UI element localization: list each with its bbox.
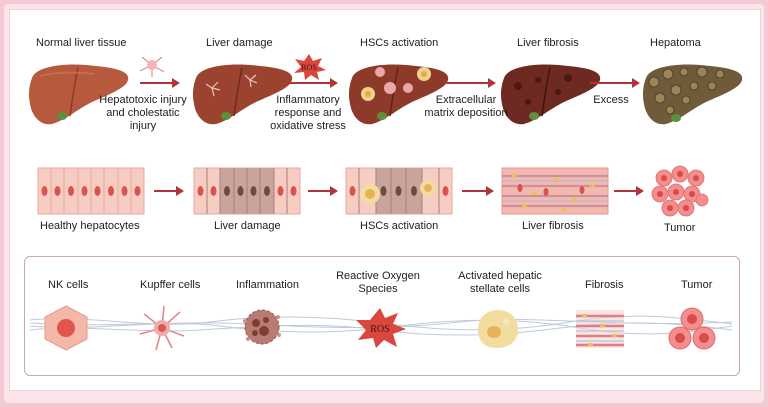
stage-label-normal-liver: Normal liver tissue [36,37,127,49]
tissue-label-liver-fibrosis: Liver fibrosis [522,220,584,232]
arrow-right-icon [286,78,338,88]
arrow-right-icon [614,186,644,196]
tissue-liver-fibrosis [501,167,609,215]
tissue-label-liver-damage: Liver damage [214,220,281,232]
transition-label-hepatotoxic: Hepatotoxic injury and cholestatic injur… [99,94,187,132]
activated-hsc-icon [478,310,518,348]
fibrosis-icon [576,310,624,348]
arrow-right-icon [308,186,338,196]
stellate-cell-icon [139,56,165,77]
arrow-right-icon [444,78,496,88]
kupffer-cell-icon [139,305,185,351]
liver-normal-illustration [28,64,129,125]
legend-label-activated-hsc: Activated hepatic stellate cells [458,270,542,295]
liver-hscs-activation-illustration [348,64,449,125]
legend-label-kupffer-cells: Kupffer cells [140,279,201,291]
liver-hepatoma-illustration [642,64,743,125]
legend-ros-badge-text: ROS [370,324,389,335]
arrow-right-icon [590,78,640,88]
inflammation-cell-icon [243,309,281,345]
nk-cell-icon [44,305,88,351]
tissue-tumor [651,165,709,217]
tissue-label-tumor: Tumor [664,222,696,234]
stage-label-liver-fibrosis: Liver fibrosis [517,37,579,49]
stage-label-hepatoma: Hepatoma [650,37,701,49]
arrow-right-icon [140,78,180,88]
tumor-cells-icon [668,307,716,350]
tissue-liver-damage [193,167,301,215]
stage-label-hscs-activation: HSCs activation [360,37,439,49]
legend-label-tumor: Tumor [681,279,713,291]
tissue-label-hscs-activation: HSCs activation [360,220,439,232]
legend-label-nk-cells: NK cells [48,279,89,291]
liver-fibrosis-illustration [500,64,601,125]
ros-burst-icon: ROS [294,54,326,80]
transition-label-ecm-deposition: Extracellular matrix deposition [424,94,508,119]
stage-label-liver-damage: Liver damage [206,37,273,49]
liver-damage-illustration [192,64,293,125]
arrow-right-icon [462,186,494,196]
tissue-hscs-activation [345,167,453,215]
transition-label-inflammatory: Inflammatory response and oxidative stre… [270,94,346,132]
ros-badge-text: ROS [301,63,317,72]
legend-label-inflammation: Inflammation [236,279,299,291]
tissue-label-healthy: Healthy hepatocytes [40,220,140,232]
ros-burst-icon: ROS [356,308,406,348]
legend-label-ros: Reactive Oxygen Species [336,270,420,295]
legend-label-fibrosis: Fibrosis [585,279,624,291]
arrow-right-icon [154,186,184,196]
transition-label-excess: Excess [593,94,629,106]
tissue-healthy-hepatocytes [37,167,145,215]
